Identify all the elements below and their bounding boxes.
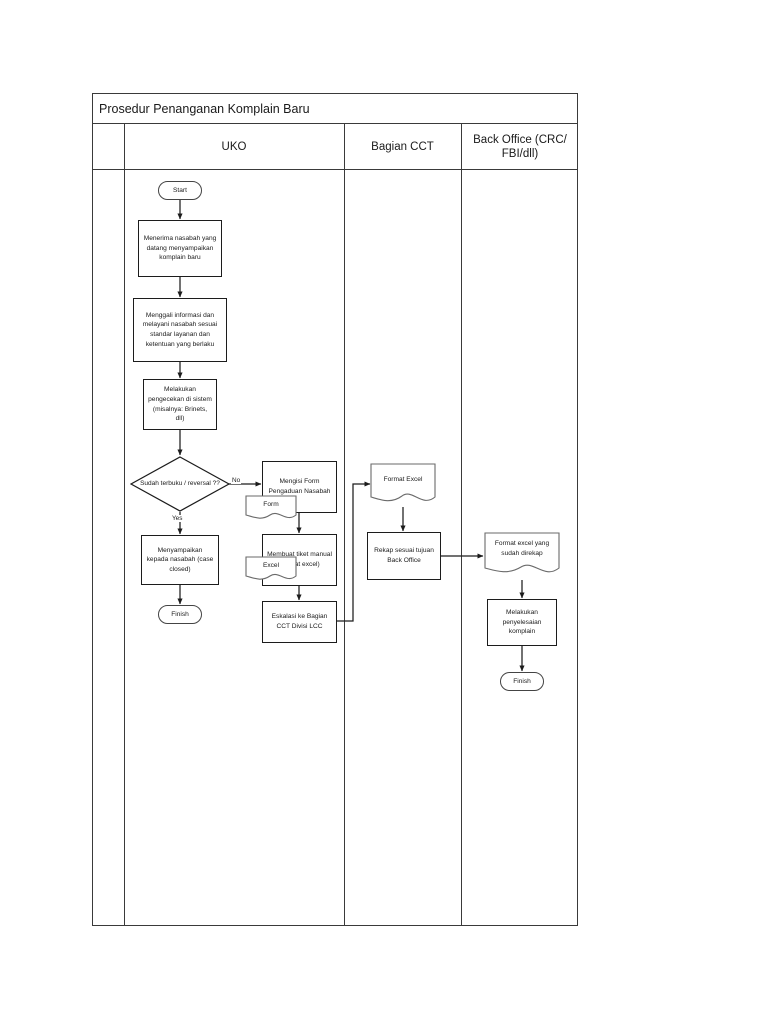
finish-terminator-back-office[interactable]: Finish xyxy=(500,672,544,691)
column-divider-3 xyxy=(461,124,462,925)
process-penyelesaian-komplain[interactable]: Melakukan penyelesaian komplain xyxy=(487,599,557,646)
edge-label-no: No xyxy=(231,477,242,484)
process-eskalasi-cct[interactable]: Eskalasi ke Bagian CCT Divisi LCC xyxy=(262,601,337,643)
decision-sudah-terbuku-reversal[interactable]: Sudah terbuku / reversal ?? xyxy=(130,456,230,512)
swimlane-header-row xyxy=(93,124,577,170)
process-rekap-tujuan-back-office[interactable]: Rekap sesuai tujuan Back Office xyxy=(367,532,441,580)
diagram-title-row: Prosedur Penanganan Komplain Baru xyxy=(93,94,577,124)
process-pengecekan-sistem[interactable]: Melakukan pengecekan di sistem (misalnya… xyxy=(143,379,217,430)
column-divider-2 xyxy=(344,124,345,925)
column-divider-1 xyxy=(124,124,125,925)
lane-header-bagian-cct: Bagian CCT xyxy=(371,140,434,153)
start-terminator[interactable]: Start xyxy=(158,181,202,200)
document-form[interactable]: Form xyxy=(245,495,297,523)
finish-terminator-uko[interactable]: Finish xyxy=(158,605,202,624)
edge-label-yes: Yes xyxy=(171,515,184,522)
swimlane-table: Prosedur Penanganan Komplain Baru UKO Ba… xyxy=(92,93,578,926)
lane-header-back-office: Back Office (CRC/ FBI/dll) xyxy=(473,133,567,160)
document-format-excel-direkap[interactable]: Format excel yang sudah direkap xyxy=(484,532,560,580)
process-menerima-nasabah[interactable]: Menerima nasabah yang datang menyampaika… xyxy=(138,220,222,277)
page-title: Prosedur Penanganan Komplain Baru xyxy=(99,101,310,116)
process-menyampaikan-nasabah[interactable]: Menyampaikan kepada nasabah (case closed… xyxy=(141,535,219,585)
document-excel[interactable]: Excel xyxy=(245,556,297,584)
lane-header-uko: UKO xyxy=(221,140,247,153)
process-menggali-informasi[interactable]: Menggali informasi dan melayani nasabah … xyxy=(133,298,227,362)
document-format-excel[interactable]: Format Excel xyxy=(370,463,436,508)
